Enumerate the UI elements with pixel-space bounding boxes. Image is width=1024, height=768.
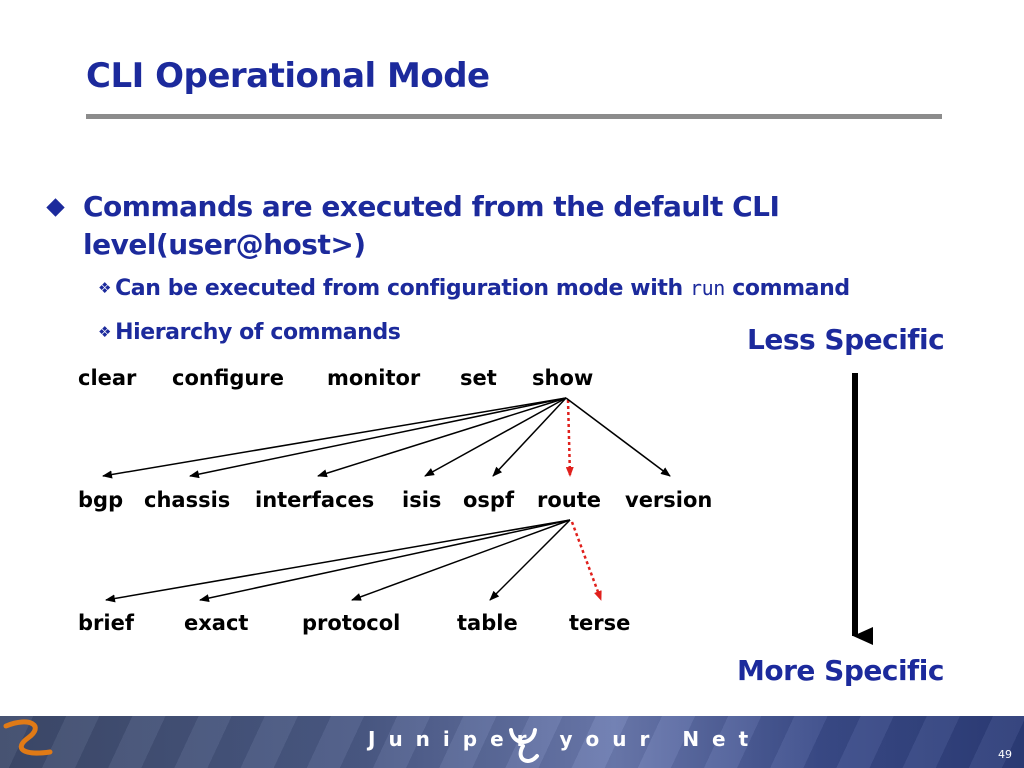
edge-show-bgp [102,397,567,479]
sub-bullet-marker-icon: ❖ [98,323,112,341]
tree-node-configure: configure [172,366,284,390]
tree-node-protocol: protocol [302,611,400,635]
command-hierarchy-diagram: clear configure monitor set show bgp cha… [78,366,873,645]
edge-route-terse-highlight [570,521,603,601]
footer-stripes [0,716,1024,768]
edge-show-interfaces [317,397,567,478]
sub-bullet-run: ❖Can be executed from configuration mode… [98,276,850,301]
tree-node-ospf: ospf [463,488,515,512]
sub-bullet-hierarchy: ❖Hierarchy of commands [98,320,401,345]
tree-node-monitor: monitor [327,366,421,390]
footer-logo-text: Juniper your Net [368,727,762,751]
edge-route-protocol [351,519,571,601]
tree-node-show: show [532,366,593,390]
edge-show-chassis [189,397,567,479]
tree-node-chassis: chassis [144,488,230,512]
sub-bullet-marker-icon: ❖ [98,279,112,297]
sub-bullet-hierarchy-text: Hierarchy of commands [115,320,401,345]
sub-bullet-run-text-after: command [732,276,850,301]
page-number: 49 [998,748,1012,761]
tree-node-clear: clear [78,366,137,390]
tree-node-set: set [460,366,497,390]
edge-show-isis [424,397,567,477]
edge-route-table [489,519,571,601]
main-bullet-text: Commands are executed from the default C… [83,190,780,261]
your-swirl-icon [509,728,539,763]
tree-node-brief: brief [78,611,135,635]
edge-route-brief [105,519,571,603]
edge-show-version [565,397,671,477]
less-specific-label: Less Specific [747,323,945,356]
footer-bar [0,716,1024,768]
sub-bullet-run-text-before: Can be executed from configuration mode … [115,276,683,301]
tree-node-exact: exact [184,611,248,635]
slide-title: CLI Operational Mode [86,56,490,96]
tree-node-route: route [537,488,601,512]
run-command-code: run [690,276,725,300]
edge-show-ospf [492,397,567,477]
juniper-swoosh-icon [3,719,53,756]
tree-node-isis: isis [402,488,441,512]
tree-node-version: version [625,488,712,512]
tree-node-terse: terse [569,611,630,635]
tree-node-table: table [457,611,518,635]
edge-route-exact [199,519,571,603]
edge-show-route-highlight [565,399,574,477]
more-specific-label: More Specific [737,654,944,687]
title-rule [86,114,942,119]
tree-node-interfaces: interfaces [255,488,374,512]
tree-node-bgp: bgp [78,488,123,512]
